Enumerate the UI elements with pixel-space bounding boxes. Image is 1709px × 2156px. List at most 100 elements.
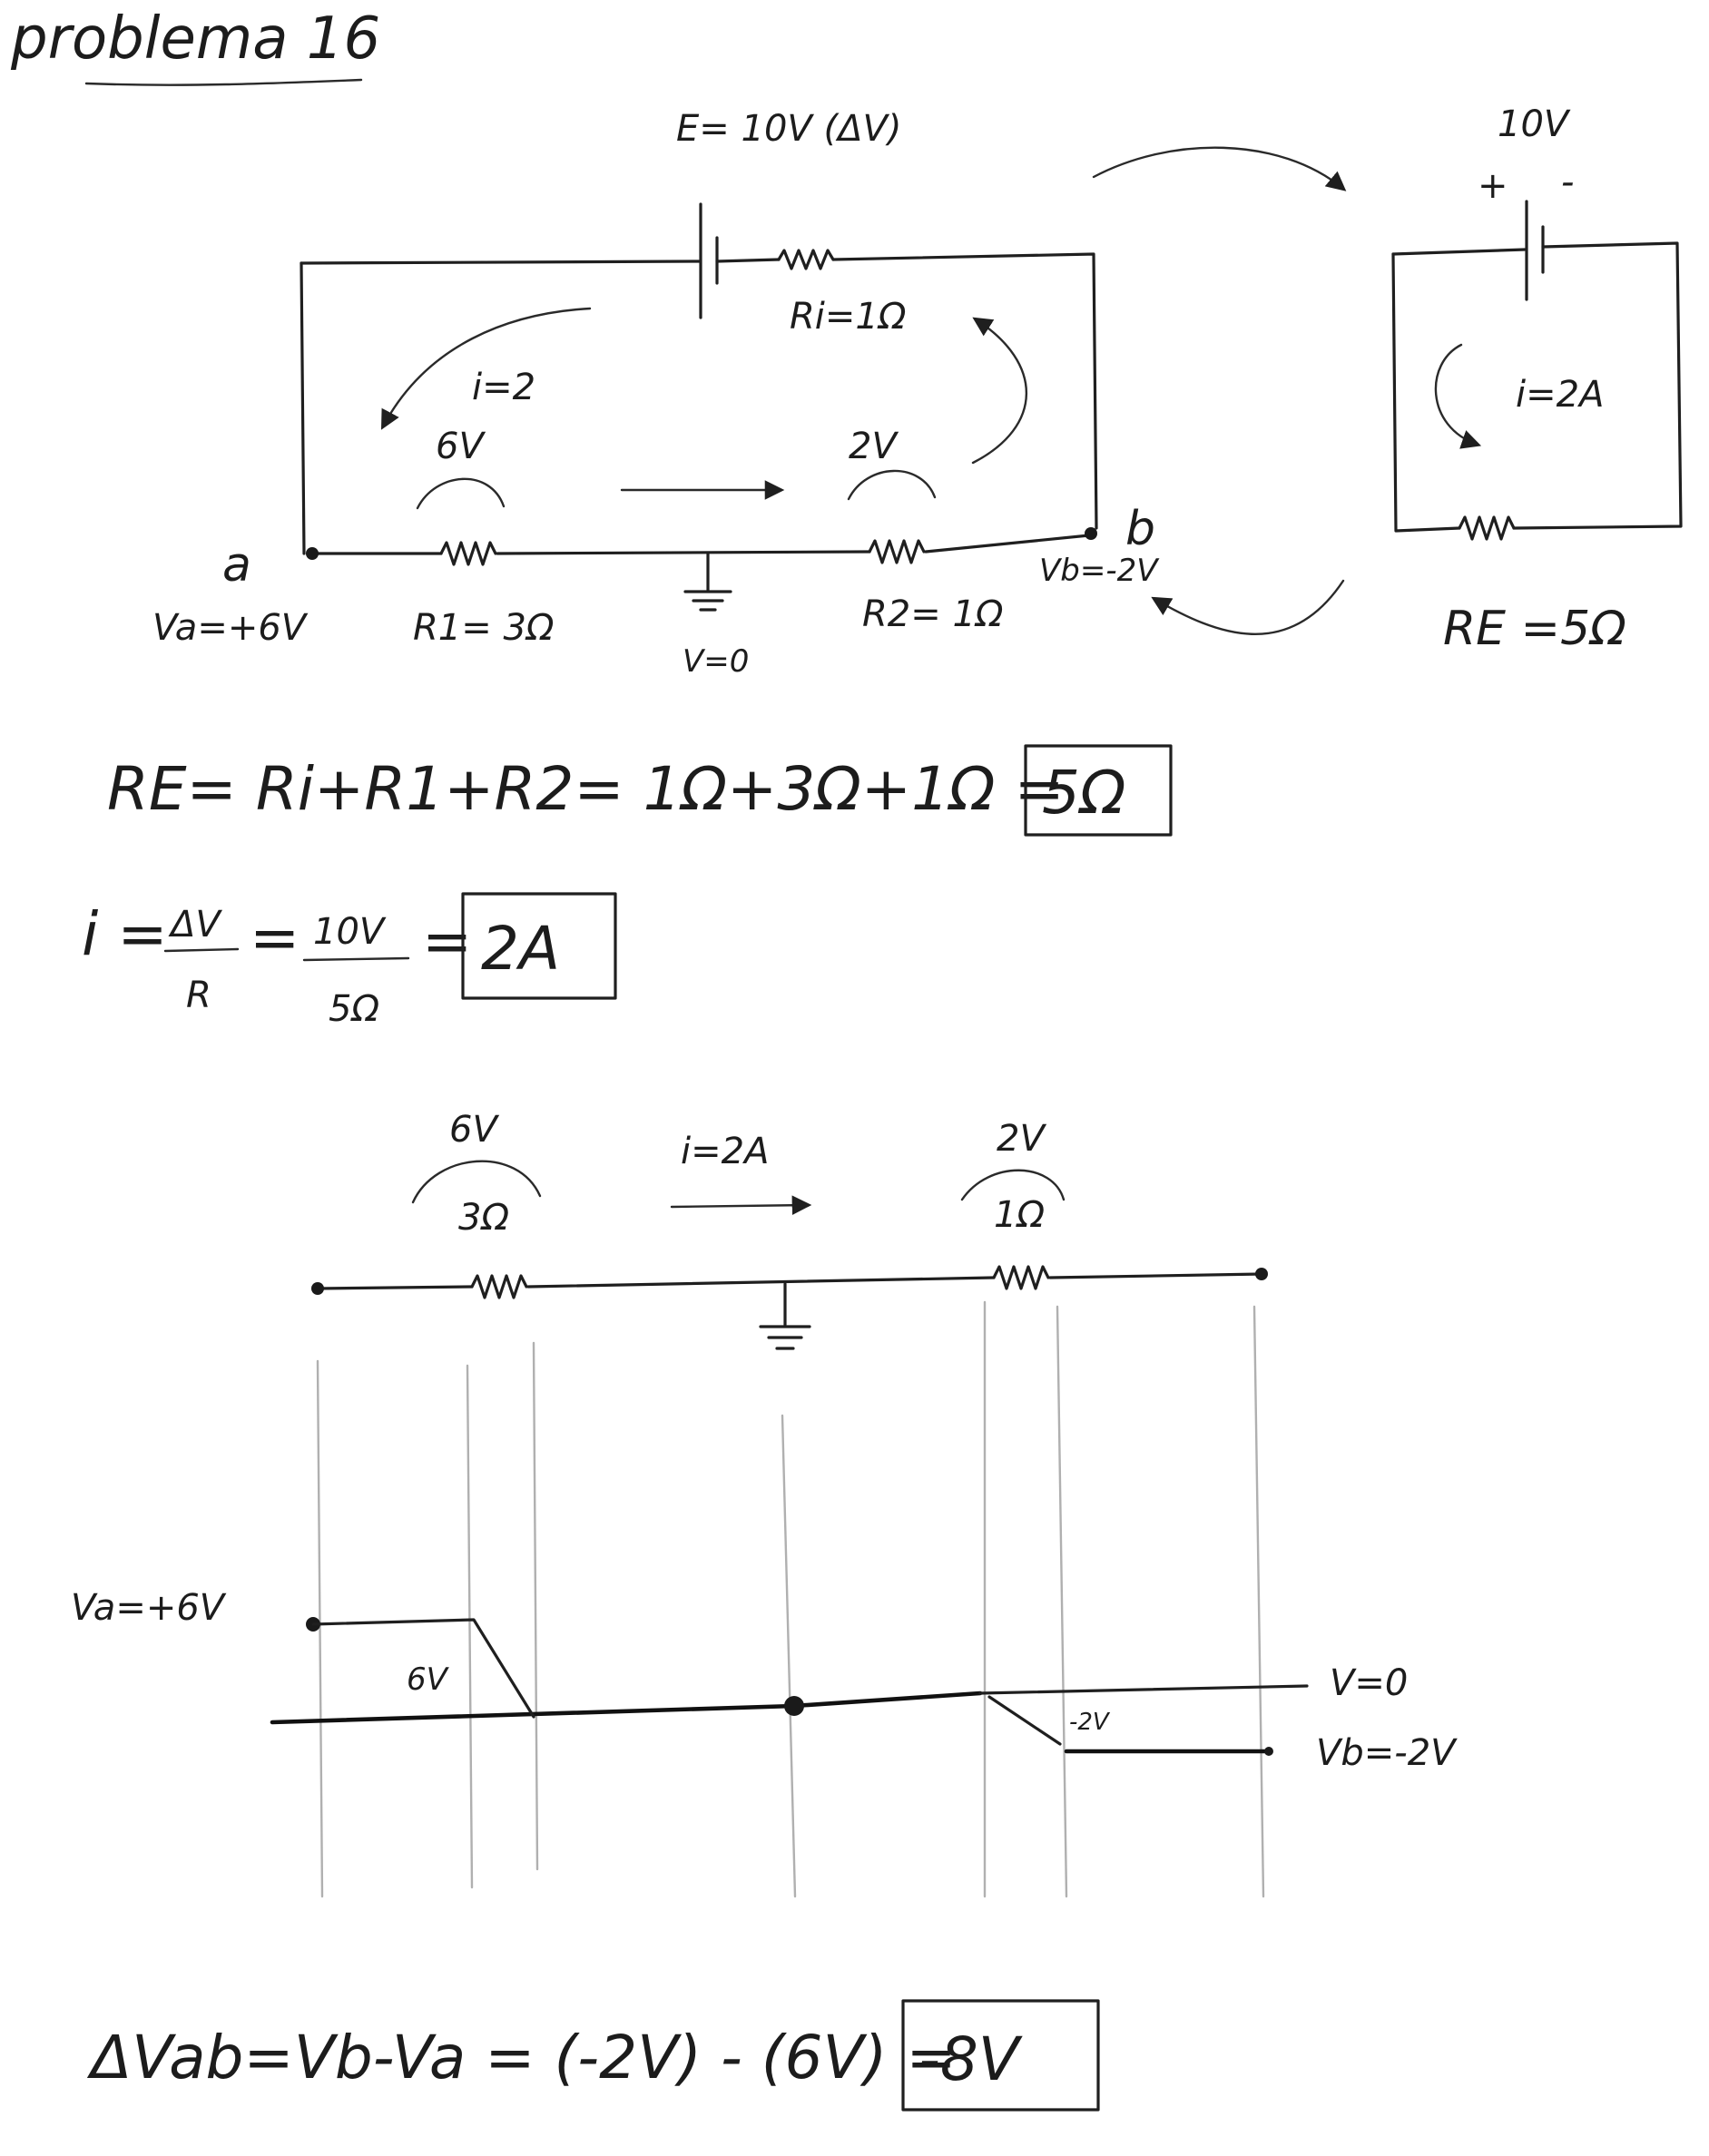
re-result-box — [1024, 744, 1173, 837]
ri-label: Ri=1Ω — [790, 296, 907, 338]
graph-drop-r2-line — [987, 1695, 1062, 1746]
guide-line — [1252, 1305, 1265, 1898]
r1-label: R1= 3Ω — [413, 607, 555, 649]
graph-drop-label: 6V — [407, 1661, 450, 1698]
guide-line — [466, 1364, 474, 1889]
line-r2-label: 1Ω — [994, 1194, 1045, 1236]
line-wire-3 — [1048, 1272, 1263, 1279]
node-b-label: b — [1125, 502, 1155, 556]
return-arrow-icon — [971, 317, 1028, 465]
equation-current: i = ΔV R = 10V 5Ω = 2A — [82, 892, 617, 1030]
line-drop-r1-label: 6V — [449, 1109, 499, 1151]
graph-point-b — [1264, 1747, 1273, 1756]
eq-current-arrow-icon — [1434, 343, 1482, 449]
r2-label: R2= 1Ω — [862, 593, 1004, 635]
equation-potential-difference: ΔVab=Vb-Va = (-2V) - (6V) = -8V — [86, 1999, 1100, 2112]
eq-current-label: i=2A — [1516, 374, 1604, 416]
potential-a-label: Va=+6V — [152, 607, 309, 649]
line-drop-r2-label: 2V — [997, 1118, 1046, 1160]
eq-minus-label: - — [1561, 162, 1574, 203]
main-circuit: E= 10V (ΔV) Ri=1Ω V=0 i=2 6V 2V — [152, 108, 1345, 680]
graph-ground-node — [784, 1696, 804, 1716]
wire-battery-ri — [715, 258, 781, 263]
dv-result-box — [901, 1999, 1100, 2112]
line-resistor-r1-icon — [470, 1274, 528, 1299]
fraction-bar-1 — [163, 947, 240, 953]
line-wire-2 — [526, 1276, 996, 1289]
current-num1: ΔV — [168, 904, 222, 946]
drop-r1-arc — [416, 477, 506, 510]
current-label: i=2 — [472, 367, 535, 408]
eq-wire-top-left — [1391, 248, 1527, 256]
line-r1-label: 3Ω — [458, 1197, 509, 1239]
guide-line — [532, 1341, 539, 1871]
equals-sign: = — [422, 906, 472, 976]
fraction-bar-2 — [302, 956, 410, 962]
drop-r1-label: 6V — [436, 426, 486, 467]
equivalent-circuit: 10V + - i=2A RE =5Ω — [1391, 103, 1683, 656]
node-a — [306, 547, 319, 560]
line-drop-r1-arc — [411, 1160, 542, 1204]
current-lhs: i = — [82, 899, 168, 969]
node-b — [1085, 527, 1097, 540]
eq-resistor-icon — [1458, 515, 1516, 541]
line-ground-icon — [759, 1282, 811, 1350]
current-arrow-icon — [380, 307, 592, 430]
page-title: problema 16 — [10, 5, 380, 73]
drop-r2-label: 2V — [849, 426, 899, 467]
line-current-arrow-icon — [670, 1195, 812, 1216]
wire-bottom-r1-r2 — [496, 550, 871, 555]
projection-guides — [316, 1300, 1265, 1898]
re-equation: RE= Ri+R1+R2= 1Ω+3Ω+1Ω = — [107, 754, 1065, 824]
graph-vb-label: Vb=-2V — [1316, 1732, 1458, 1774]
line-current-label: i=2A — [681, 1131, 769, 1172]
equals-sign: = — [250, 903, 300, 973]
line-diagram: 6V 3Ω i=2A 2V 1Ω — [311, 1109, 1268, 1350]
eq-wire-left — [1391, 252, 1461, 533]
eq-resistance-label: RE =5Ω — [1443, 602, 1626, 656]
current-den1: R — [186, 975, 211, 1016]
equation-resistance: RE= Ri+R1+R2= 1Ω+3Ω+1Ω = 5Ω — [107, 744, 1173, 837]
current-result-box — [461, 892, 617, 1000]
dv-result: -8V — [918, 2024, 1023, 2094]
wire-left — [300, 261, 306, 555]
eq-wire-right — [1512, 241, 1683, 530]
wire-top-right — [831, 252, 1098, 530]
potential-graph: Va=+6V 6V -2V V=0 Vb=-2V — [71, 1587, 1458, 1774]
guide-line — [781, 1414, 797, 1898]
resistor-r1-icon — [439, 541, 497, 566]
current-num2: 10V — [313, 911, 387, 953]
ground-label: V=0 — [683, 643, 749, 680]
line-node-a — [311, 1282, 324, 1295]
eq-emf-label: 10V — [1498, 103, 1571, 145]
emf-label: E= 10V (ΔV) — [676, 108, 901, 150]
node-a-label: a — [222, 538, 251, 593]
pointer-arrow-icon — [1151, 579, 1345, 635]
graph-drop-r1-line — [311, 1618, 535, 1719]
drop-r2-arc — [847, 469, 937, 501]
line-drop-r2-arc — [960, 1169, 1066, 1201]
current-den2: 5Ω — [329, 988, 379, 1030]
dv-equation: ΔVab=Vb-Va = (-2V) - (6V) = — [86, 2023, 957, 2092]
graph-zero-label: V=0 — [1330, 1662, 1408, 1704]
guide-line — [316, 1359, 324, 1898]
re-result: 5Ω — [1042, 758, 1125, 828]
line-wire-1 — [316, 1285, 474, 1290]
battery-icon — [699, 202, 719, 319]
ground-icon — [683, 552, 732, 612]
graph-va-label: Va=+6V — [71, 1587, 227, 1629]
eq-plus-label: + — [1478, 165, 1508, 207]
title-underline — [84, 78, 363, 86]
graph-zero-extension — [978, 1684, 1309, 1695]
line-resistor-r2-icon — [992, 1265, 1050, 1290]
potential-b-label: Vb=-2V — [1039, 553, 1160, 589]
equivalent-arrow-icon — [1092, 146, 1347, 191]
current-result: 2A — [481, 914, 560, 984]
resistor-ri-icon — [777, 249, 835, 270]
wire-bottom-r2-b — [924, 534, 1091, 554]
resistor-r2-icon — [868, 539, 926, 564]
wire-top-left — [300, 260, 701, 265]
eq-battery-icon — [1525, 200, 1545, 301]
guide-line — [1056, 1305, 1068, 1898]
